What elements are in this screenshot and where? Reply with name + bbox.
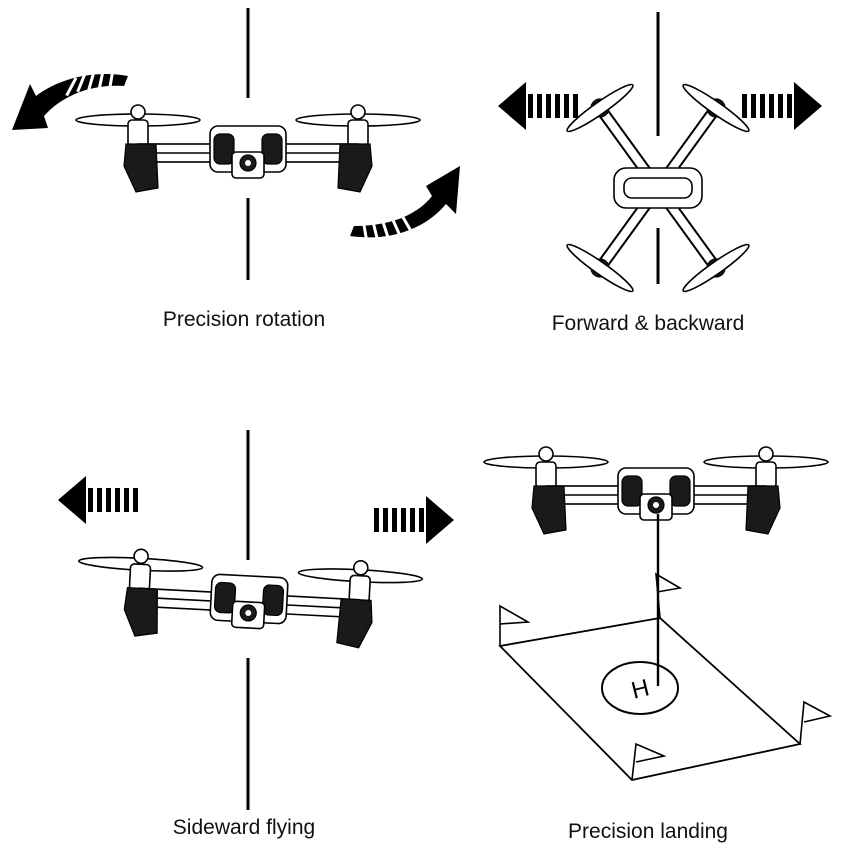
drone-front-view-tilted [74, 545, 424, 652]
drone-front-view [75, 104, 421, 193]
rotate-arrow-right [350, 166, 460, 244]
helipad-letter: H [629, 674, 652, 704]
sideward-arrow-right [374, 496, 454, 544]
forward-arrow [742, 82, 822, 130]
caption-sideward-flying: Sideward flying [172, 816, 316, 839]
sideward-arrow-left [58, 476, 138, 524]
panel-precision-landing: H [483, 446, 833, 781]
panel-sideward-flying [58, 430, 454, 810]
panel-forward-backward [498, 12, 822, 296]
caption-precision-landing: Precision landing [568, 820, 728, 843]
backward-arrow [498, 82, 578, 130]
helipad-circle [601, 661, 679, 715]
panel-precision-rotation [12, 8, 460, 280]
drone-front-view-hovering [483, 446, 829, 535]
caption-forward-backward: Forward & backward [551, 312, 745, 335]
rotate-arrow-left [12, 68, 128, 130]
landing-pad-flags [499, 572, 833, 781]
caption-precision-rotation: Precision rotation [162, 308, 326, 331]
